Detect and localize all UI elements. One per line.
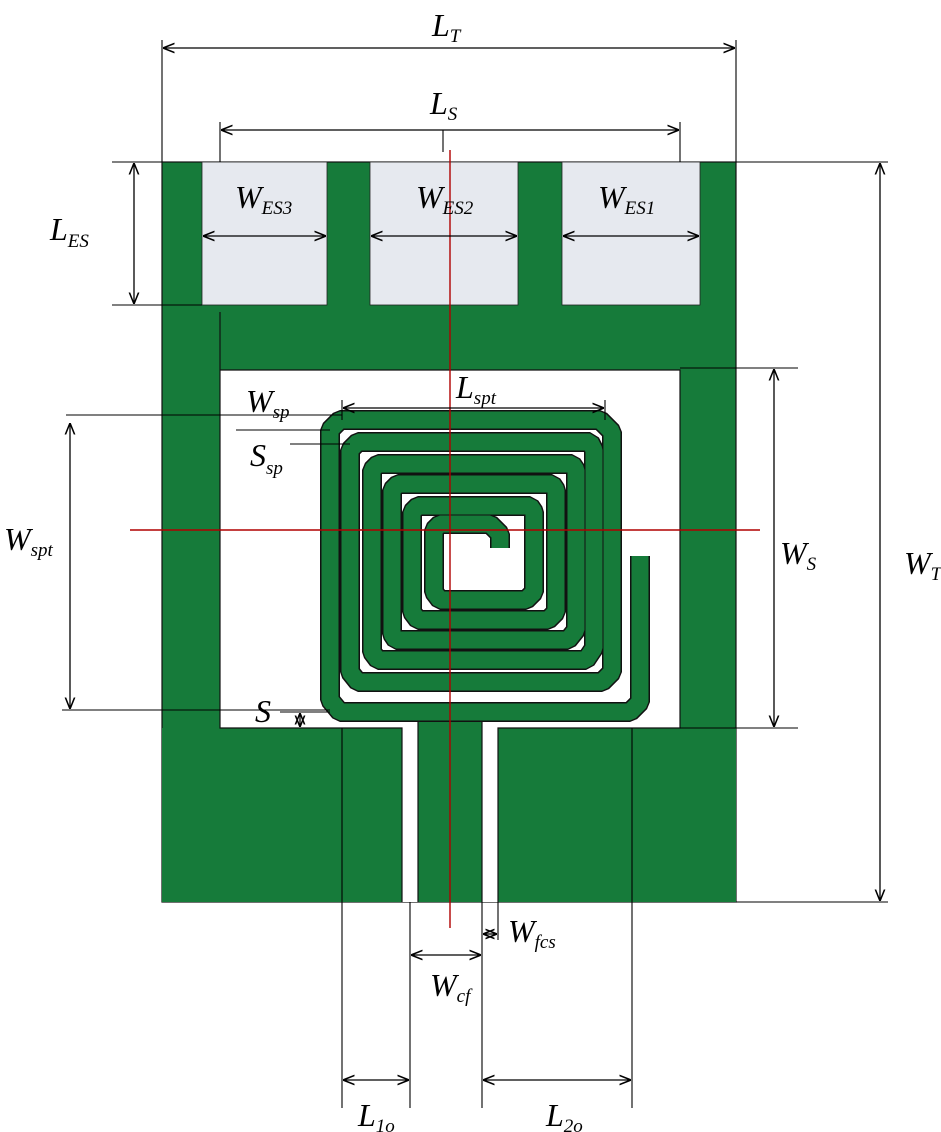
label-wcf: Wcf [430, 967, 473, 1007]
label-ls: LS [429, 85, 458, 125]
label-s: S [255, 693, 271, 729]
label-l1o: L1o [357, 1097, 395, 1132]
spiral-resonator [320, 410, 650, 722]
window-outline [219, 312, 681, 902]
label-lspt: Lspt [455, 369, 497, 409]
label-wfcs: Wfcs [508, 913, 556, 953]
label-wt: WT [904, 545, 941, 585]
label-wes1: WES1 [598, 179, 655, 219]
label-lt: LT [431, 7, 462, 47]
etched-slot-es2 [369, 161, 519, 306]
label-l2o: L2o [545, 1097, 583, 1132]
label-ssp: Ssp [250, 437, 283, 479]
etched-slot-es1 [561, 161, 701, 306]
label-wes2: WES2 [416, 179, 474, 219]
label-wsp: Wsp [246, 383, 290, 423]
ground-block-left [162, 728, 402, 902]
left-feed-gap [402, 712, 418, 902]
label-ws: WS [780, 535, 817, 575]
label-les: LES [49, 211, 89, 252]
label-wspt: Wspt [4, 521, 54, 561]
right-feed-gap [482, 712, 498, 902]
ground-block-right [498, 728, 736, 902]
etched-slot-es3 [201, 161, 328, 306]
label-wes3: WES3 [235, 179, 292, 219]
